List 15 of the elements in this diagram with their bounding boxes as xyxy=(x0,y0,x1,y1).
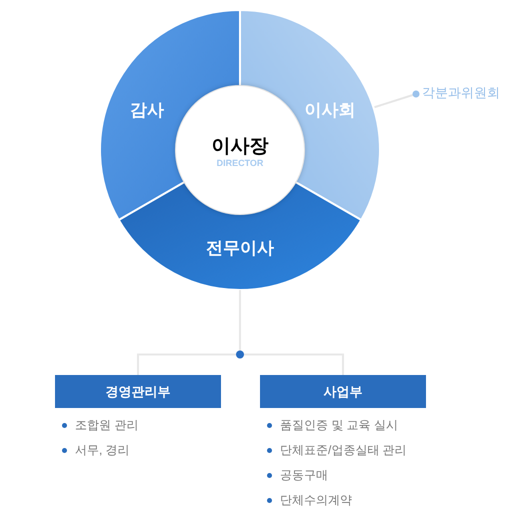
duty-item: 단체표준/업종실태 관리 xyxy=(280,442,407,459)
segment-label: 감사 xyxy=(130,99,164,122)
segment-label: 이사회 xyxy=(304,99,356,122)
segment-label: 전무이사 xyxy=(206,237,274,260)
connector-line xyxy=(374,90,420,108)
committee-label: 각분과위원회 xyxy=(422,84,500,102)
duty-item: 공동구매 xyxy=(280,467,328,484)
duty-item: 조합원 관리 xyxy=(75,417,138,434)
department-box: 경영관리부 xyxy=(55,375,221,408)
duty-item: 단체수의계약 xyxy=(280,492,352,509)
center-title: 이사장 xyxy=(212,134,268,158)
center-subtitle: DIRECTOR xyxy=(216,158,264,170)
department-box: 사업부 xyxy=(260,375,426,408)
duty-item: 품질인증 및 교육 실시 xyxy=(280,417,398,434)
duty-item: 서무, 경리 xyxy=(75,442,130,459)
